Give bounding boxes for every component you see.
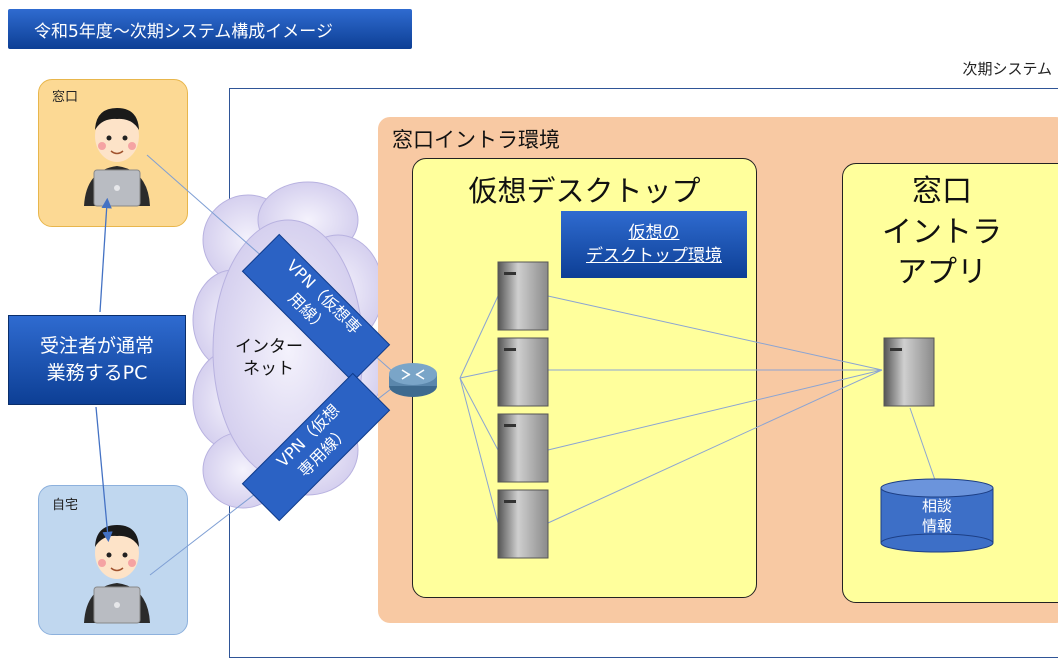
intra-environment-label: 窓口イントラ環境 [392, 128, 560, 152]
system-label: 次期システム [962, 60, 1052, 78]
server1-app [547, 295, 883, 371]
pc-note-line2: 業務するPC [46, 362, 148, 384]
internet-line2: ネット [243, 359, 294, 380]
server-icon-2 [497, 337, 549, 407]
home-label: 自宅 [52, 498, 79, 513]
server3-app [547, 369, 883, 451]
db-line1: 相談 [921, 497, 952, 515]
app-line3: アプリ [897, 255, 987, 290]
app-line2: イントラ [882, 214, 1002, 250]
vd-env-line2: デスクトップ環境 [586, 245, 722, 266]
app-line1: 窓口 [912, 174, 972, 209]
intra-app-title: 窓口 イントラ アプリ [842, 172, 1042, 294]
pc-note-line1: 受注者が通常 [39, 335, 154, 358]
worker-office-icon [84, 108, 150, 207]
database-icon [880, 478, 994, 553]
router-server-4 [459, 377, 499, 524]
vpn-banner-upper [241, 233, 391, 383]
pc-note: 受注者が通常 業務するPC [8, 315, 186, 405]
router-icon [389, 363, 437, 397]
router-server-1 [459, 295, 499, 379]
virtual-desktop-env-label: 仮想の デスクトップ環境 [561, 211, 747, 278]
arrow-home [95, 406, 113, 543]
internet-line1: インター [235, 337, 303, 357]
location-label: 窓口 [52, 90, 79, 105]
vpn-banner-lower [241, 372, 391, 522]
router-server-2 [459, 369, 499, 379]
app-server-icon [883, 337, 935, 407]
arrow-office [99, 197, 112, 313]
app-db-line [909, 407, 936, 481]
diagram-title: 令和5年度～次期システム構成イメージ [8, 9, 412, 49]
router-server-3 [459, 377, 499, 451]
server4-app [547, 369, 883, 524]
db-line2: 情報 [921, 517, 952, 536]
server-icon-1 [497, 261, 549, 331]
virtual-desktop-title: 仮想デスクトップ [468, 174, 701, 208]
server-icon-3 [497, 413, 549, 483]
server-icon-4 [497, 489, 549, 559]
database-label: 相談 情報 [882, 496, 992, 537]
internet-label: インター ネット [235, 336, 303, 380]
vd-env-line1: 仮想の [628, 223, 680, 244]
